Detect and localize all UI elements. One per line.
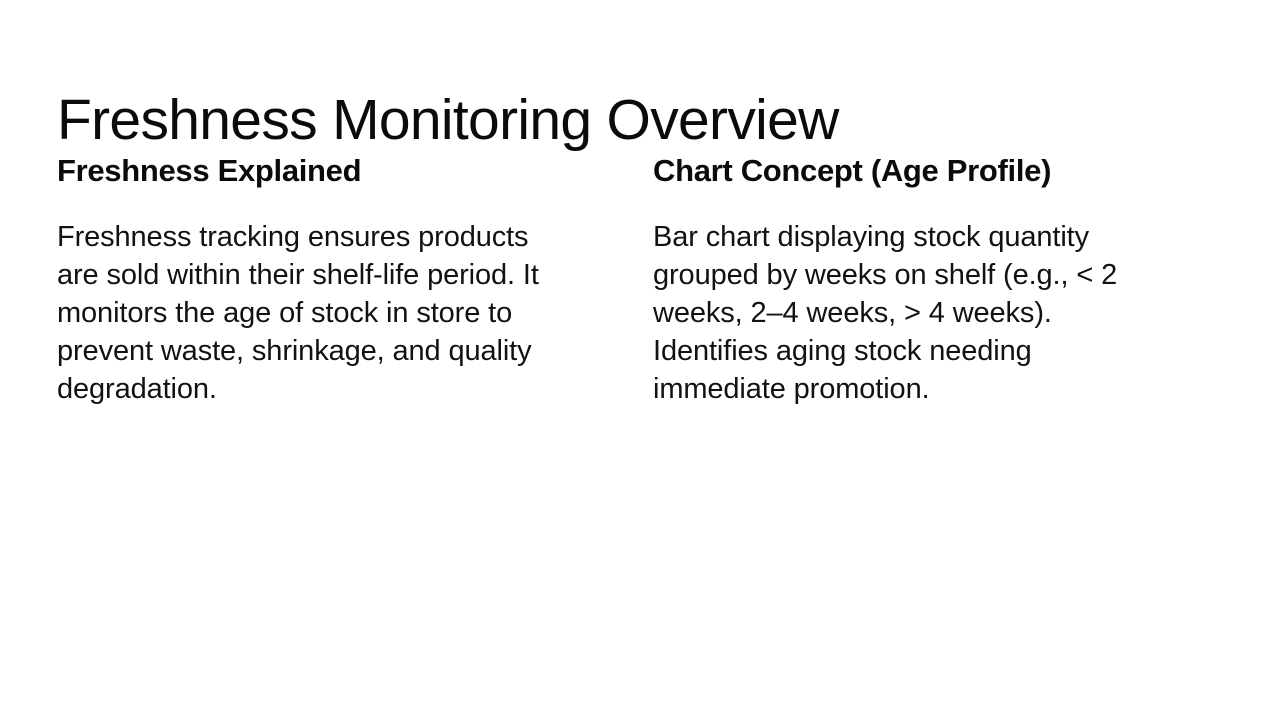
page-title: Freshness Monitoring Overview bbox=[57, 88, 839, 153]
two-column-body: Freshness Explained Freshness tracking e… bbox=[57, 152, 1223, 408]
column-chart-concept: Chart Concept (Age Profile) Bar chart di… bbox=[653, 152, 1153, 408]
column-body-chart-concept: Bar chart displaying stock quantity grou… bbox=[653, 220, 1118, 405]
column-body-freshness-explained: Freshness tracking ensures products are … bbox=[57, 220, 539, 405]
column-heading-chart-concept: Chart Concept (Age Profile) bbox=[653, 153, 1052, 188]
column-heading-freshness-explained: Freshness Explained bbox=[57, 153, 362, 188]
column-freshness-explained: Freshness Explained Freshness tracking e… bbox=[57, 152, 557, 408]
